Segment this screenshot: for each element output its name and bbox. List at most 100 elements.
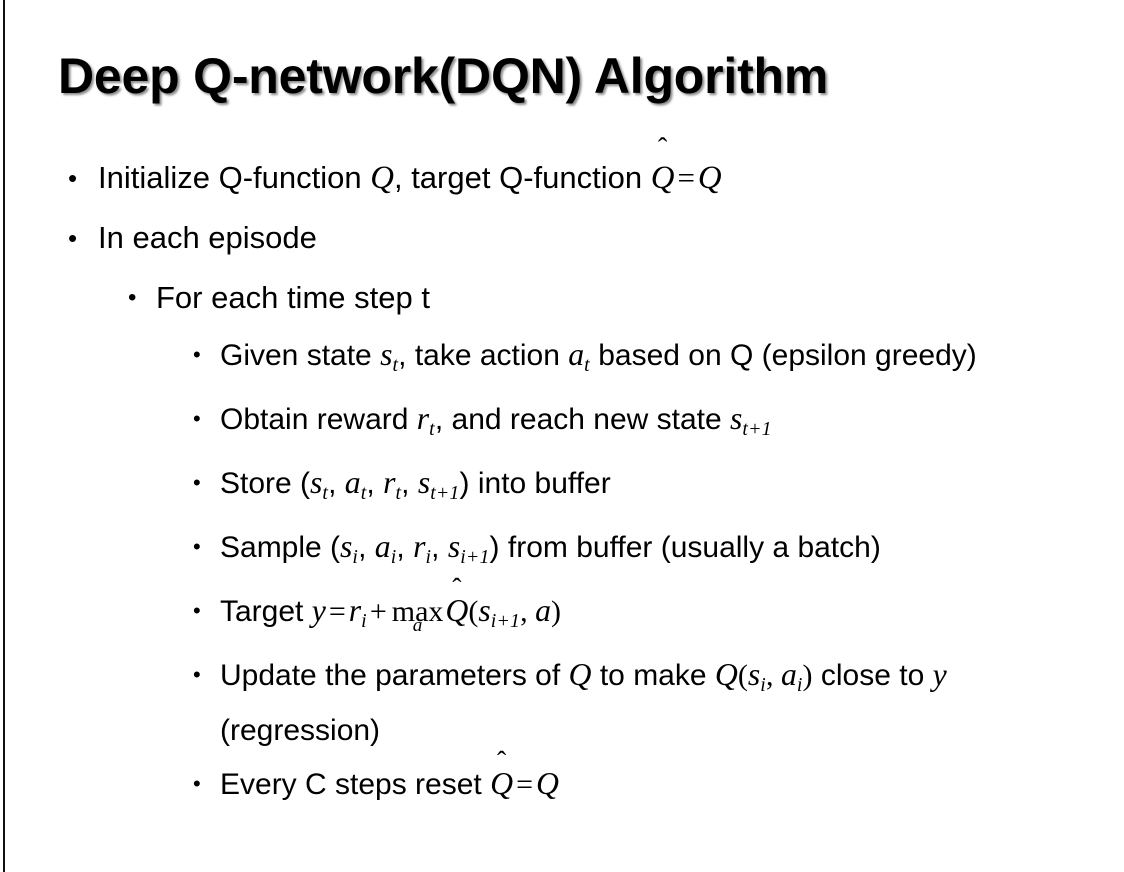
math-var-s-1: s [310, 464, 323, 500]
bullet-marker-icon: • [128, 284, 137, 311]
math-sub-s1: t [322, 481, 329, 504]
bullet-initialize-mid: , target Q-function [393, 160, 651, 195]
math-comma-update: , [765, 658, 781, 692]
math-var-s-i-next: s [447, 528, 461, 564]
bullet-reset-target-network: • Every C steps reset ̂Q=Q [0, 757, 1124, 811]
bullet-in-each-episode: • In each episode [0, 208, 1124, 268]
math-var-a-target: a [535, 592, 552, 628]
math-q-hat-base-reset: Q [490, 765, 514, 801]
update-part2: to make [591, 658, 715, 692]
math-q-hat-target: ̂Q [445, 588, 468, 633]
math-comma-target: , [520, 594, 536, 628]
sample-comma-2: , [396, 530, 414, 564]
store-comma-3: , [401, 466, 418, 500]
left-edge-rule [3, 0, 5, 872]
math-sub-i-plus-1: i+1 [460, 545, 490, 568]
math-var-q-1: Q [370, 160, 394, 196]
sample-comma-1: , [358, 530, 375, 564]
math-var-a-i-1: a [374, 528, 391, 564]
bullet-marker-icon: • [193, 533, 201, 559]
bullet-sample-batch-text: Sample (si, ai, ri, si+1) from buffer (u… [220, 524, 1094, 580]
math-var-y: y [311, 592, 326, 628]
algorithm-bullet-list: • Initialize Q-function Q, target Q-func… [0, 148, 1124, 811]
math-var-a-update: a [780, 656, 797, 692]
math-var-q-2: Q [697, 160, 722, 196]
math-var-q-update-1: Q [568, 656, 592, 692]
math-sub-s2: t+1 [430, 481, 460, 504]
math-var-s-2: s [417, 464, 431, 500]
math-q-hat-base-target: Q [445, 592, 469, 628]
bullet-marker-icon: • [193, 342, 201, 367]
obtain-reward-part2: , and reach new state [434, 402, 731, 436]
bullet-marker-icon: • [68, 223, 78, 253]
math-var-r-i-1: r [413, 528, 426, 564]
math-var-r-1: r [383, 464, 396, 500]
bullet-marker-icon: • [193, 770, 201, 796]
store-part2: ) into buffer [459, 466, 611, 500]
bullet-for-each-time-step-text: For each time step t [156, 280, 430, 315]
target-part1: Target [220, 594, 312, 628]
math-paren-open-target: ( [468, 594, 479, 628]
bullet-obtain-reward-text: Obtain reward rt, and reach new state st… [220, 396, 1094, 452]
given-state-part2: , take action [398, 339, 569, 372]
sample-part2: ) from buffer (usually a batch) [489, 530, 881, 564]
math-sub-t-2: t [584, 353, 590, 376]
math-var-s-target: s [478, 592, 491, 628]
bullet-update-parameters: • Update the parameters of Q to make Q(s… [0, 648, 1124, 757]
store-comma-2: , [366, 466, 384, 500]
math-var-r: r [416, 400, 430, 436]
bullet-given-state: • Given state st, take action at based o… [0, 328, 1124, 392]
bullet-marker-icon: • [193, 597, 201, 623]
math-var-q-reset: Q [535, 765, 559, 801]
math-q-hat-reset: ̂Q [490, 761, 513, 806]
bullet-target-equation: • Target y=ri+maxâQ(si+1, a) [0, 584, 1124, 648]
math-max-under-a: a [412, 615, 423, 637]
update-part1: Update the parameters of [220, 658, 569, 692]
math-var-s: s [380, 337, 393, 372]
bullet-marker-icon: • [193, 469, 201, 495]
math-var-q-update-2: Q [714, 656, 738, 692]
math-sub-r1: t [395, 481, 402, 504]
update-part3: close to [812, 658, 933, 692]
math-paren-close-target: ) [551, 594, 562, 628]
math-paren-close-update: ) [802, 658, 813, 692]
math-var-s-update: s [747, 656, 761, 692]
math-var-s-i-1: s [340, 528, 353, 564]
math-var-a-1: a [344, 464, 361, 500]
bullet-store-transition: • Store (st, at, rt, st+1) into buffer [0, 456, 1124, 520]
math-paren-open-update: ( [737, 658, 748, 692]
bullet-update-parameters-text: Update the parameters of Q to make Q(si,… [220, 652, 1094, 753]
reset-part1: Every C steps reset [220, 767, 491, 801]
math-sub-a1: t [360, 481, 367, 504]
math-sub-i-plus-1-target: i+1 [490, 609, 521, 632]
bullet-initialize-prefix: Initialize Q-function [98, 160, 371, 195]
math-plus-target: + [369, 594, 387, 628]
bullet-reset-target-network-text: Every C steps reset ̂Q=Q [220, 761, 1094, 807]
math-equals-target: = [328, 594, 346, 628]
sample-comma-3: , [431, 530, 448, 564]
bullet-target-equation-text: Target y=ri+maxâQ(si+1, a) [220, 588, 1094, 644]
math-sub-i-update-2: i [796, 673, 803, 696]
bullet-marker-icon: • [68, 163, 78, 193]
math-sub-i-2: i [390, 545, 397, 568]
bullet-store-transition-text: Store (st, at, rt, st+1) into buffer [220, 460, 1094, 516]
page-title: Deep Q-network(DQN) Algorithm [58, 48, 829, 104]
math-sub-i-target: i [361, 609, 367, 632]
math-sub-i-3: i [425, 545, 432, 568]
store-part1: Store ( [220, 466, 311, 500]
math-sub-i-1: i [352, 545, 359, 568]
given-state-part1: Given state [220, 339, 381, 372]
bullet-initialize-text: Initialize Q-function Q, target Q-functi… [98, 148, 1124, 208]
math-equals-reset: = [516, 767, 533, 801]
math-equals-1: = [677, 160, 695, 195]
bullet-sample-batch: • Sample (si, ai, ri, si+1) from buffer … [0, 520, 1124, 584]
bullet-for-each-time-step: • For each time step t [0, 268, 1124, 328]
math-sub-t-plus-1: t+1 [742, 417, 772, 440]
given-state-part3: based on Q (epsilon greedy) [589, 339, 977, 372]
bullet-initialize: • Initialize Q-function Q, target Q-func… [0, 148, 1124, 208]
bullet-marker-icon: • [193, 661, 201, 687]
bullet-given-state-text: Given state st, take action at based on … [220, 332, 1094, 388]
bullet-marker-icon: • [193, 405, 201, 431]
